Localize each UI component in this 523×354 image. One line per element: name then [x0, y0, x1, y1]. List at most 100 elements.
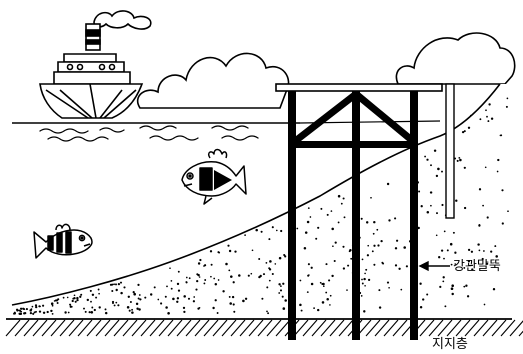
sand-dot: [75, 301, 77, 303]
sand-dot: [347, 265, 349, 267]
sand-dot: [329, 304, 331, 306]
sand-dot: [378, 289, 380, 291]
hatch-line: [465, 320, 479, 336]
sand-dot: [266, 262, 268, 264]
hatch-line: [60, 320, 74, 336]
sand-dot: [198, 262, 200, 264]
sand-dot: [52, 305, 54, 307]
sand-dot: [364, 285, 366, 287]
sand-dot: [453, 232, 455, 234]
sand-dot: [367, 254, 369, 256]
sand-dot: [441, 204, 443, 206]
sand-dot: [215, 283, 217, 285]
sand-dot: [112, 301, 114, 303]
sand-dot: [98, 293, 100, 295]
fish-icon: [34, 224, 92, 258]
sand-dot: [485, 166, 487, 168]
sand-dot: [387, 183, 389, 185]
sand-dot: [278, 292, 280, 294]
sand-dot: [217, 251, 219, 253]
sand-dot: [64, 311, 66, 313]
sand-dot: [169, 267, 171, 269]
hatch-line: [15, 320, 29, 336]
sand-dot: [363, 278, 365, 280]
sand-dot: [165, 306, 168, 309]
sand-dot: [233, 281, 235, 283]
sand-dot: [68, 312, 70, 314]
sand-dot: [367, 245, 369, 247]
sand-dot: [178, 271, 180, 273]
sand-dot: [229, 302, 232, 305]
sand-dot: [301, 310, 303, 312]
sand-dot: [90, 301, 92, 303]
sand-dot: [500, 134, 502, 136]
sand-dot: [197, 307, 199, 309]
sand-dot: [322, 301, 325, 304]
sand-dot: [280, 230, 282, 232]
sand-dot: [343, 267, 345, 269]
hatch-line: [492, 320, 506, 336]
sand-dot: [157, 299, 159, 301]
sand-dot: [341, 203, 343, 205]
sand-dot: [137, 284, 139, 286]
sand-dot: [477, 243, 479, 245]
sand-dot: [284, 255, 286, 257]
sand-dot: [30, 312, 32, 314]
hatch-line: [438, 320, 452, 336]
sand-dot: [193, 300, 195, 302]
sand-dot: [373, 264, 375, 266]
cloud-icon: [138, 53, 289, 108]
brace-right: [356, 94, 414, 142]
sand-dot: [323, 285, 325, 287]
hatch-line: [177, 320, 191, 336]
sand-dot: [395, 247, 397, 249]
sand-dot: [327, 214, 329, 216]
sand-dot: [188, 298, 190, 300]
sand-dot: [497, 171, 499, 173]
hatch-line: [330, 320, 344, 336]
sand-dot: [507, 98, 509, 100]
sand-dot: [495, 255, 498, 258]
sand-dot: [212, 307, 214, 309]
sand-dot: [229, 250, 231, 252]
sand-dot: [366, 221, 368, 223]
sand-dot: [462, 131, 464, 133]
sand-dot: [165, 296, 167, 298]
sand-dot: [332, 245, 334, 247]
sand-dot: [227, 245, 229, 247]
sand-dot: [394, 217, 396, 219]
sand-dot: [136, 303, 138, 305]
sand-dot: [344, 216, 346, 218]
sand-dot: [98, 289, 100, 291]
sand-dot: [269, 280, 271, 282]
sand-dot: [305, 231, 308, 234]
hatch-line: [6, 320, 20, 336]
sand-dot: [203, 282, 205, 284]
sand-dot: [437, 168, 440, 171]
sand-dot: [395, 264, 397, 266]
sand-dot: [233, 303, 235, 305]
sand-dot: [16, 309, 18, 311]
sand-dot: [166, 286, 168, 288]
sand-dot: [406, 265, 408, 267]
sand-dot: [138, 308, 140, 310]
sand-dot: [317, 227, 319, 229]
sand-dot: [95, 297, 97, 299]
sand-dot: [438, 256, 440, 258]
sand-dot: [32, 313, 34, 315]
sand-dot: [266, 311, 268, 313]
sand-dot: [32, 306, 34, 308]
sand-dot: [365, 269, 367, 271]
hatch-line: [168, 320, 182, 336]
wave-lines: [40, 126, 258, 141]
hatch-line: [366, 320, 380, 336]
sand-dot: [441, 249, 443, 251]
sand-dot: [484, 304, 486, 306]
sand-dot: [176, 301, 178, 303]
sand-dot: [39, 310, 41, 312]
sand-dot: [331, 210, 333, 212]
sand-dot: [105, 308, 107, 310]
sand-dot: [468, 249, 470, 251]
sand-dot: [50, 310, 52, 312]
sand-dot: [400, 289, 402, 291]
